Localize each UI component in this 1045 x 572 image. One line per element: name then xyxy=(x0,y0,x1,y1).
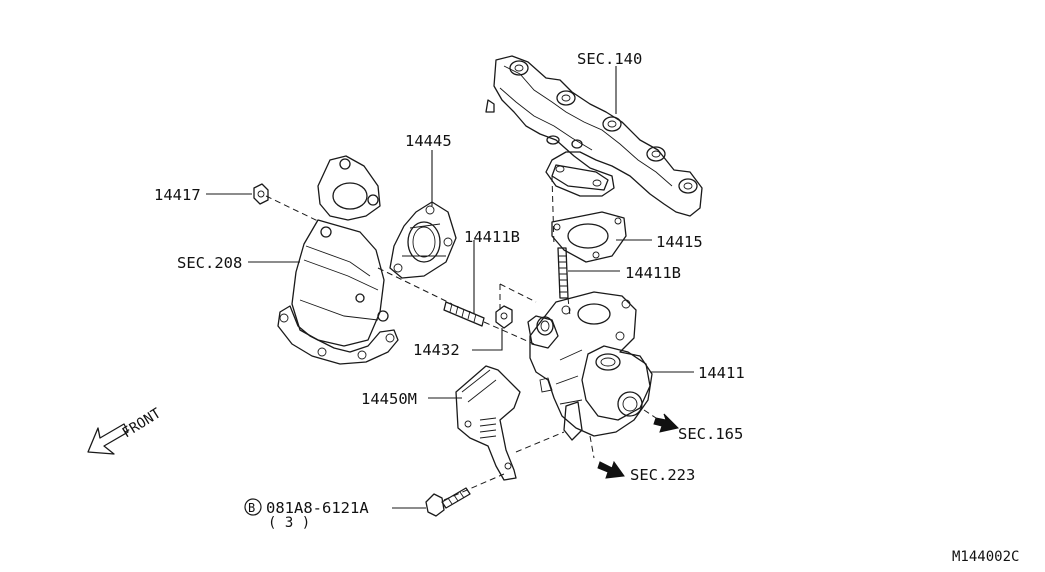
drawing-id: M144002C xyxy=(952,549,1019,565)
label-front: FRONT xyxy=(120,405,165,441)
label-bolt-qty: ( 3 ) xyxy=(268,515,310,531)
label-sec223: SEC.223 xyxy=(630,466,695,484)
label-14445: 14445 xyxy=(405,132,452,150)
label-14411b-right: 14411B xyxy=(625,264,681,282)
label-14411: 14411 xyxy=(698,364,745,382)
nut-14432 xyxy=(495,305,513,329)
label-sec165: SEC.165 xyxy=(678,425,743,443)
label-14417: 14417 xyxy=(154,186,201,204)
label-sec208: SEC.208 xyxy=(177,254,242,272)
gasket-14415 xyxy=(551,211,627,263)
label-bolt-circle: B xyxy=(248,501,255,515)
front-direction-arrow-icon xyxy=(87,423,129,455)
label-14450m: 14450M xyxy=(361,390,417,408)
stud-14411b-right xyxy=(557,247,569,299)
alignment-lines xyxy=(265,175,571,501)
exhaust-manifold xyxy=(485,55,703,217)
turbocharger-14411 xyxy=(527,291,653,441)
label-14415: 14415 xyxy=(656,233,703,251)
label-sec140: SEC.140 xyxy=(577,50,642,68)
leader-lines xyxy=(206,66,694,509)
gasket-14445 xyxy=(389,201,457,279)
nut-14417 xyxy=(253,183,269,205)
label-14411b-left: 14411B xyxy=(464,228,520,246)
stud-14411b-left xyxy=(443,301,485,327)
bolt-type-circle xyxy=(244,498,262,516)
bolt-081a8-6121a xyxy=(425,487,471,517)
label-bolt-code: 081A8-6121A xyxy=(266,499,369,517)
heat-insulator-14450m xyxy=(455,365,521,481)
sec223-direction-arrow-icon xyxy=(589,435,625,479)
sec165-direction-arrow-icon xyxy=(643,409,679,433)
catalytic-converter xyxy=(277,155,399,365)
label-14432: 14432 xyxy=(413,341,460,359)
